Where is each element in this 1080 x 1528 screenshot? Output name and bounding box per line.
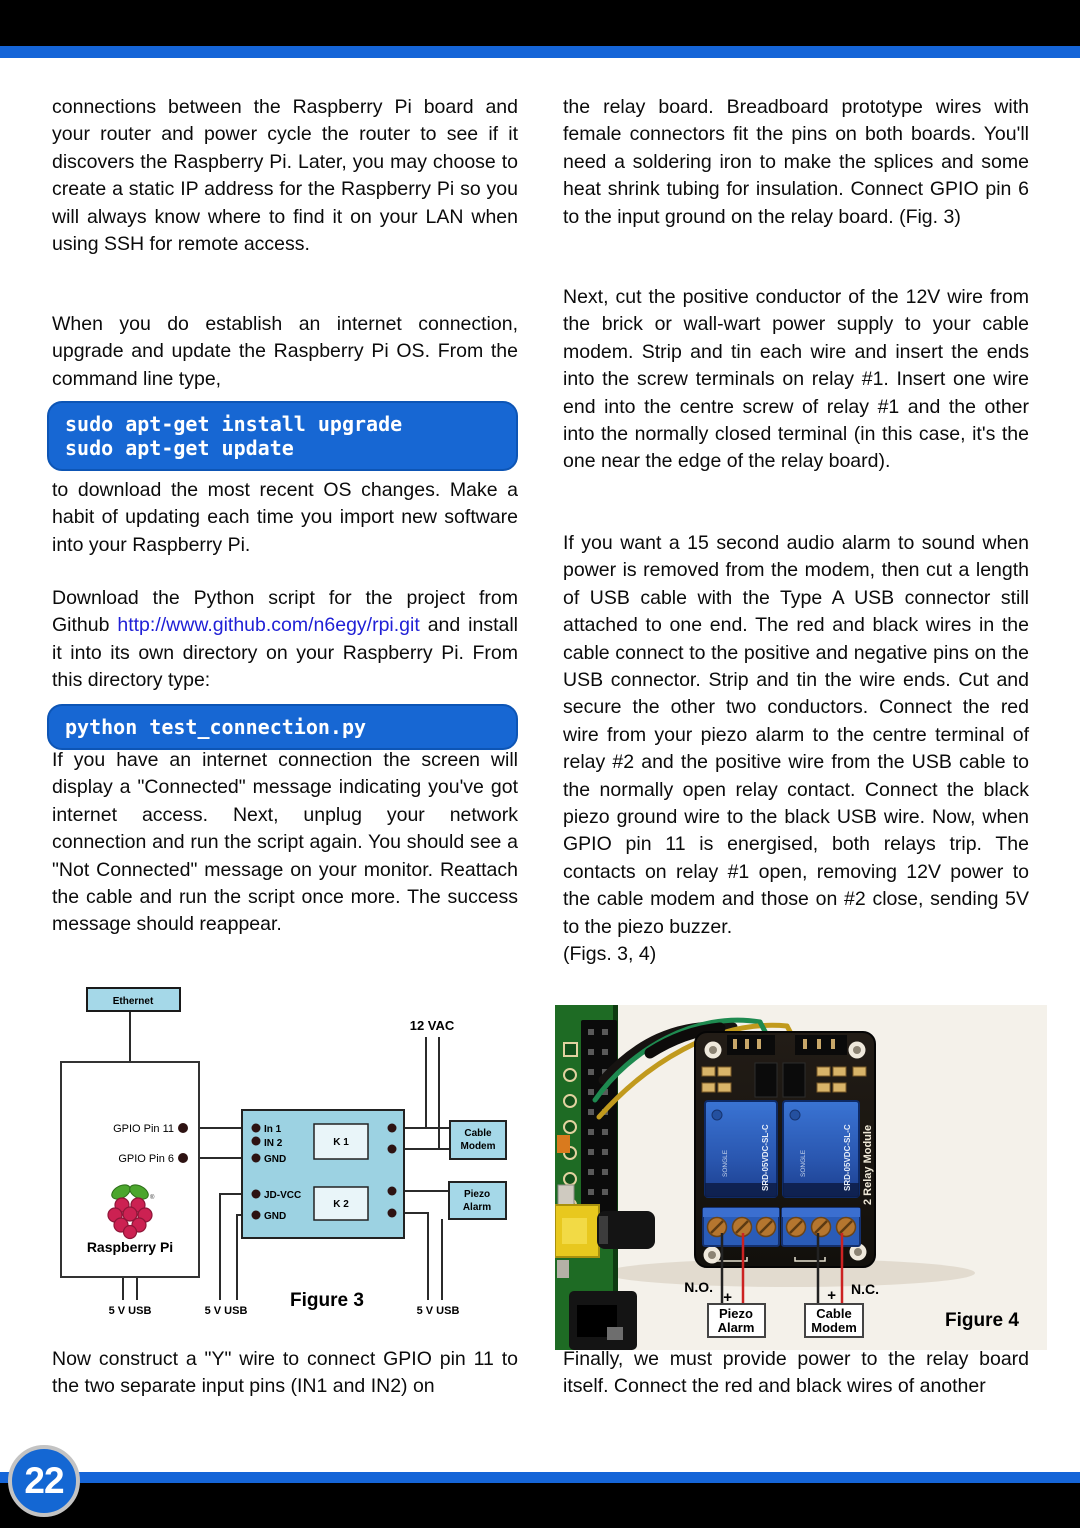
relay2-part-number: SRD-05VDC-SL-C xyxy=(843,1124,852,1191)
gnd-bottom-label: GND xyxy=(264,1211,286,1222)
raspberry-pi-label: Raspberry Pi xyxy=(87,1239,173,1255)
gnd-top-label: GND xyxy=(264,1154,286,1165)
no-label: N.O. xyxy=(684,1279,713,1295)
svg-text:®: ® xyxy=(150,1194,155,1201)
usb-label-3: 5 V USB xyxy=(417,1305,460,1317)
code-line: python test_connection.py xyxy=(65,715,367,739)
piezo-alarm-box xyxy=(448,1181,507,1220)
code-line: sudo apt-get install upgrade xyxy=(65,412,403,436)
paragraph-text: and install it into its own directory on… xyxy=(52,614,518,692)
relay-module-silkscreen: 2 Relay Module xyxy=(862,1125,874,1205)
relay1-brand: SONGLE xyxy=(722,1149,729,1177)
top-black-bar xyxy=(0,0,1080,46)
code-block-apt-get: sudo apt-get install upgrade sudo apt-ge… xyxy=(47,401,518,471)
raspberry-pi-pcb xyxy=(555,1005,655,1350)
piezo-alarm-line2: Alarm xyxy=(463,1202,491,1213)
paragraph-text: Download the Python script for the proje… xyxy=(52,587,518,637)
code-block-python: python test_connection.py xyxy=(47,704,518,750)
figs-reference: (Figs. 3, 4) xyxy=(563,943,657,966)
raspberry-pi-box xyxy=(60,1061,200,1278)
right-paragraph-1: the relay board. Breadboard prototype wi… xyxy=(563,96,1029,228)
in1-label: In 1 xyxy=(264,1124,282,1135)
cable-modem-box xyxy=(449,1120,507,1160)
piezo-alarm-line1: Piezo xyxy=(464,1189,490,1200)
bottom-blue-stripe xyxy=(0,1472,1080,1483)
cable-modem-line2: Modem xyxy=(461,1141,496,1152)
nc-label: N.C. xyxy=(851,1281,879,1297)
k1-label: K 1 xyxy=(333,1137,349,1148)
page-number: 22 xyxy=(24,1460,64,1501)
figure3-diagram: Ethernet GPIO Pin 11 GPIO Pin 6 ® Raspbe… xyxy=(60,987,507,1317)
usb-label-2: 5 V USB xyxy=(205,1305,248,1317)
figure3-caption: Figure 3 xyxy=(290,1290,364,1311)
relay-module-board: SRD-05VDC-SL-C SRD-05VDC-SL-C SONGLE SON… xyxy=(694,1031,876,1268)
cable-callout-line1: Cable xyxy=(816,1306,851,1321)
left-paragraph-1: connections between the Raspberry Pi boa… xyxy=(52,96,518,256)
left-paragraph-4: Download the Python script for the proje… xyxy=(52,585,518,695)
piezo-callout-line2: Alarm xyxy=(718,1320,755,1335)
ethernet-label: Ethernet xyxy=(113,996,154,1007)
rca-barrel xyxy=(597,1211,655,1249)
gpio11-label: GPIO Pin 11 xyxy=(113,1123,174,1135)
terminal-screws xyxy=(706,1216,857,1238)
k2-label: K 2 xyxy=(333,1199,349,1210)
right-paragraph-4: Finally, we must provide power to the re… xyxy=(563,1348,1029,1398)
annotation-lines xyxy=(720,1233,844,1304)
cable-modem-line1: Cable xyxy=(464,1128,492,1139)
left-paragraph-2: When you do establish an internet connec… xyxy=(52,313,518,390)
relay1-part-number: SRD-05VDC-SL-C xyxy=(761,1124,770,1191)
bottom-black-bar xyxy=(0,1483,1080,1528)
raspberry-pi-logo: ® xyxy=(107,1184,155,1240)
left-paragraph-3: to download the most recent OS changes. … xyxy=(52,479,518,556)
page-number-badge: 22 xyxy=(8,1445,80,1517)
plus-label-2: + xyxy=(827,1287,836,1304)
vac-label: 12 VAC xyxy=(410,1018,455,1033)
right-paragraph-3: If you want a 15 second audio alarm to s… xyxy=(563,530,1029,969)
ethernet-box xyxy=(86,987,181,1012)
in2-label: IN 2 xyxy=(264,1138,283,1149)
cable-callout-line2: Modem xyxy=(811,1320,857,1335)
left-paragraph-5: If you have an internet connection the s… xyxy=(52,749,518,936)
figure4-caption: Figure 4 xyxy=(945,1310,1019,1331)
figure4-photo: SRD-05VDC-SL-C SRD-05VDC-SL-C SONGLE SON… xyxy=(555,1005,1047,1350)
k2-box xyxy=(313,1186,369,1221)
k1-box xyxy=(313,1123,369,1160)
code-line: sudo apt-get update xyxy=(65,436,294,460)
jumper-wires xyxy=(592,1017,798,1120)
cable-modem-callout xyxy=(804,1303,864,1338)
piezo-callout-line1: Piezo xyxy=(719,1306,753,1321)
relay2-brand: SONGLE xyxy=(800,1149,807,1177)
left-paragraph-6: Now construct a "Y" wire to connect GPIO… xyxy=(52,1348,518,1398)
usb-label-1: 5 V USB xyxy=(109,1305,152,1317)
plus-label-1: + xyxy=(723,1289,732,1306)
piezo-alarm-callout xyxy=(707,1303,766,1338)
right-paragraph-2: Next, cut the positive conductor of the … xyxy=(563,286,1029,473)
paragraph-text: If you want a 15 second audio alarm to s… xyxy=(563,532,1029,938)
top-blue-stripe xyxy=(0,46,1080,58)
github-link[interactable]: http://www.github.com/n6egy/rpi.git xyxy=(117,614,420,637)
gpio6-label: GPIO Pin 6 xyxy=(118,1153,174,1165)
jd-vcc-label: JD-VCC xyxy=(264,1190,301,1201)
